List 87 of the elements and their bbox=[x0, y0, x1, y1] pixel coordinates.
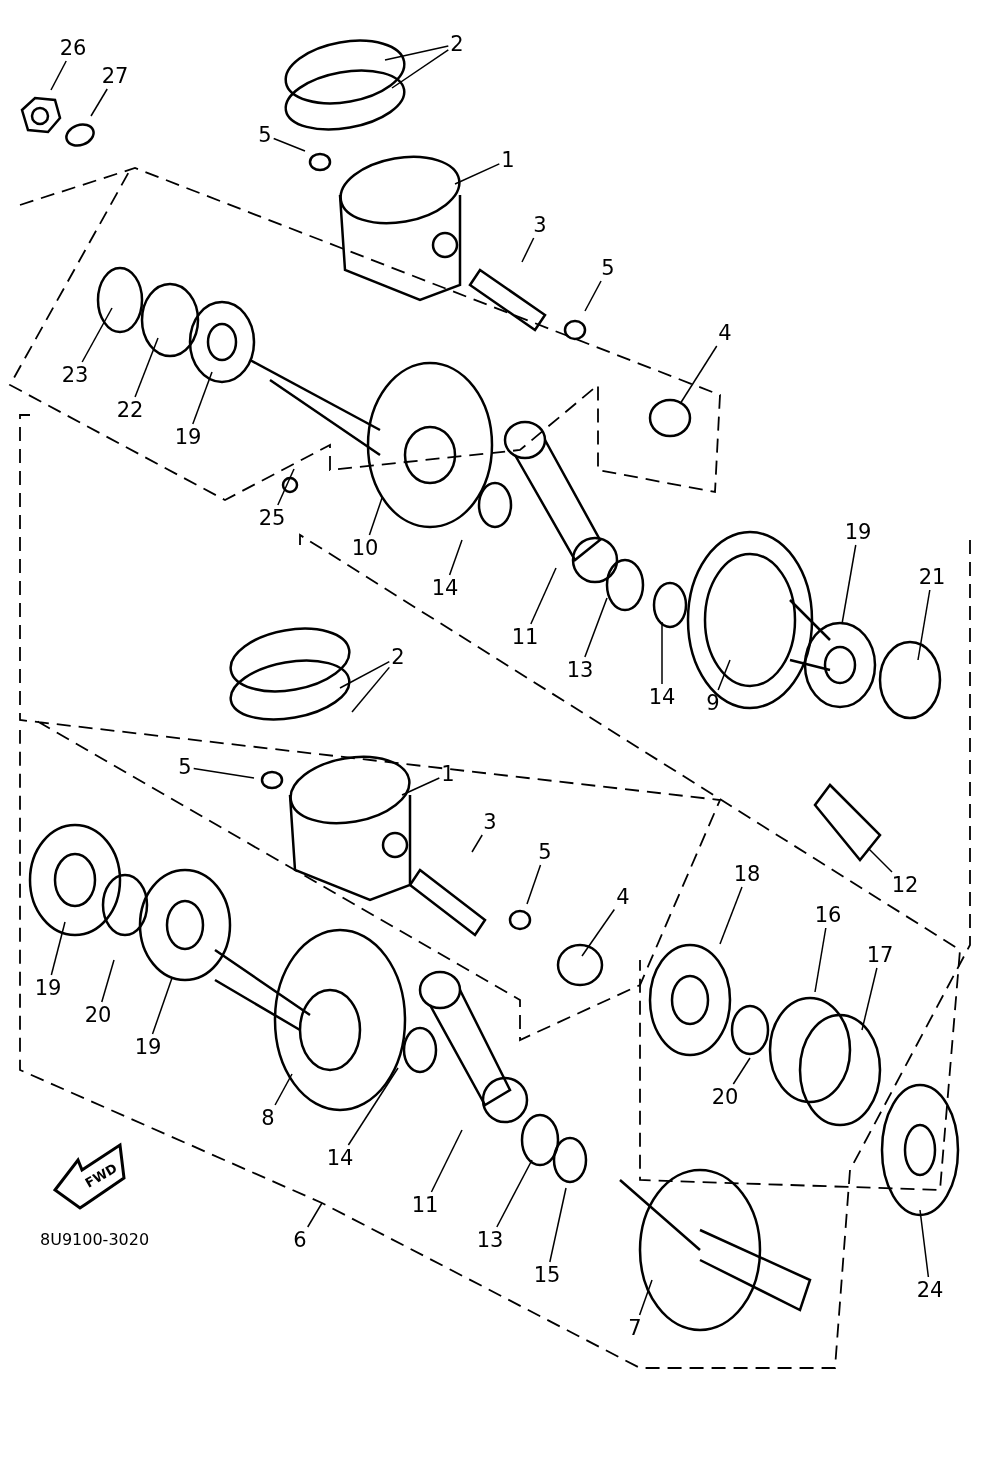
leader-line bbox=[584, 280, 602, 312]
leader-line bbox=[679, 345, 718, 405]
leader-line bbox=[867, 847, 893, 873]
leader-line bbox=[90, 88, 108, 117]
callout-number: 5 bbox=[178, 755, 192, 779]
callout-number: 19 bbox=[844, 520, 872, 544]
leader-line bbox=[526, 864, 542, 905]
leader-line bbox=[814, 927, 827, 993]
part-number: 8U9100-3020 bbox=[40, 1230, 150, 1249]
leader-line bbox=[339, 660, 391, 689]
callout-number: 6 bbox=[293, 1228, 307, 1252]
leader-line bbox=[50, 921, 66, 976]
callout-number: 1 bbox=[501, 148, 515, 172]
leader-line bbox=[581, 908, 616, 957]
callout-number: 27 bbox=[101, 64, 129, 88]
leader-line bbox=[471, 834, 483, 853]
leader-line bbox=[448, 539, 463, 576]
leader-line bbox=[430, 1129, 463, 1193]
leader-line bbox=[496, 1159, 533, 1228]
leader-line bbox=[841, 544, 857, 625]
callout-number: 23 bbox=[61, 363, 89, 387]
callout-number: 11 bbox=[411, 1193, 439, 1217]
callout-number: 2 bbox=[391, 645, 405, 669]
callout-number: 9 bbox=[706, 691, 720, 715]
callout-number: 3 bbox=[533, 213, 547, 237]
leader-line bbox=[192, 767, 255, 779]
leader-line bbox=[732, 1057, 751, 1085]
callout-number: 5 bbox=[601, 256, 615, 280]
callout-number: 19 bbox=[34, 976, 62, 1000]
leader-line bbox=[638, 1279, 653, 1316]
callout-number: 7 bbox=[628, 1316, 642, 1340]
callout-number: 12 bbox=[891, 873, 919, 897]
leader-line bbox=[521, 237, 535, 263]
leader-line bbox=[661, 621, 663, 685]
callout-number: 20 bbox=[84, 1003, 112, 1027]
callout-number: 22 bbox=[116, 398, 144, 422]
callout-number: 5 bbox=[538, 840, 552, 864]
callout-number: 21 bbox=[918, 565, 946, 589]
callout-number: 1 bbox=[441, 762, 455, 786]
callout-number: 19 bbox=[174, 425, 202, 449]
leader-line bbox=[549, 1187, 567, 1263]
callout-number: 19 bbox=[134, 1035, 162, 1059]
leader-line bbox=[277, 468, 295, 506]
leader-line bbox=[384, 45, 450, 61]
leader-line bbox=[717, 659, 731, 691]
leader-line bbox=[274, 1073, 293, 1106]
callout-number: 13 bbox=[476, 1228, 504, 1252]
callout-number: 25 bbox=[258, 506, 286, 530]
leader-line bbox=[50, 60, 67, 91]
leader-line bbox=[719, 886, 743, 945]
leader-line bbox=[368, 497, 383, 536]
leader-line bbox=[584, 597, 608, 658]
leader-line bbox=[151, 977, 173, 1035]
callout-number: 13 bbox=[566, 658, 594, 682]
leader-line bbox=[391, 49, 450, 89]
leader-line bbox=[454, 163, 501, 185]
callout-number: 18 bbox=[733, 862, 761, 886]
callout-number: 15 bbox=[533, 1263, 561, 1287]
callout-number: 8 bbox=[261, 1106, 275, 1130]
callout-number: 20 bbox=[711, 1085, 739, 1109]
callout-number: 3 bbox=[483, 810, 497, 834]
leader-line bbox=[919, 1209, 930, 1278]
leader-line bbox=[530, 567, 557, 625]
callout-number: 24 bbox=[916, 1278, 944, 1302]
callout-number: 26 bbox=[59, 36, 87, 60]
callout-number: 14 bbox=[431, 576, 459, 600]
callout-number: 4 bbox=[616, 885, 630, 909]
leader-line bbox=[272, 137, 306, 152]
callout-number: 14 bbox=[326, 1146, 354, 1170]
leader-line bbox=[307, 1202, 323, 1228]
callout-number: 14 bbox=[648, 685, 676, 709]
callout-number: 17 bbox=[866, 943, 894, 967]
callout-number: 16 bbox=[814, 903, 842, 927]
leader-line bbox=[134, 337, 159, 398]
leader-line bbox=[401, 777, 441, 796]
callout-number: 11 bbox=[511, 625, 539, 649]
callout-number: 5 bbox=[258, 123, 272, 147]
callout-number: 2 bbox=[450, 32, 464, 56]
leader-line bbox=[101, 959, 115, 1003]
leader-line bbox=[347, 1067, 399, 1146]
leader-line bbox=[861, 967, 878, 1031]
callout-number: 10 bbox=[351, 536, 379, 560]
callout-number: 4 bbox=[718, 321, 732, 345]
leader-line bbox=[351, 666, 391, 713]
leader-line bbox=[917, 589, 931, 661]
leader-line bbox=[81, 307, 113, 363]
leader-line bbox=[192, 371, 213, 425]
